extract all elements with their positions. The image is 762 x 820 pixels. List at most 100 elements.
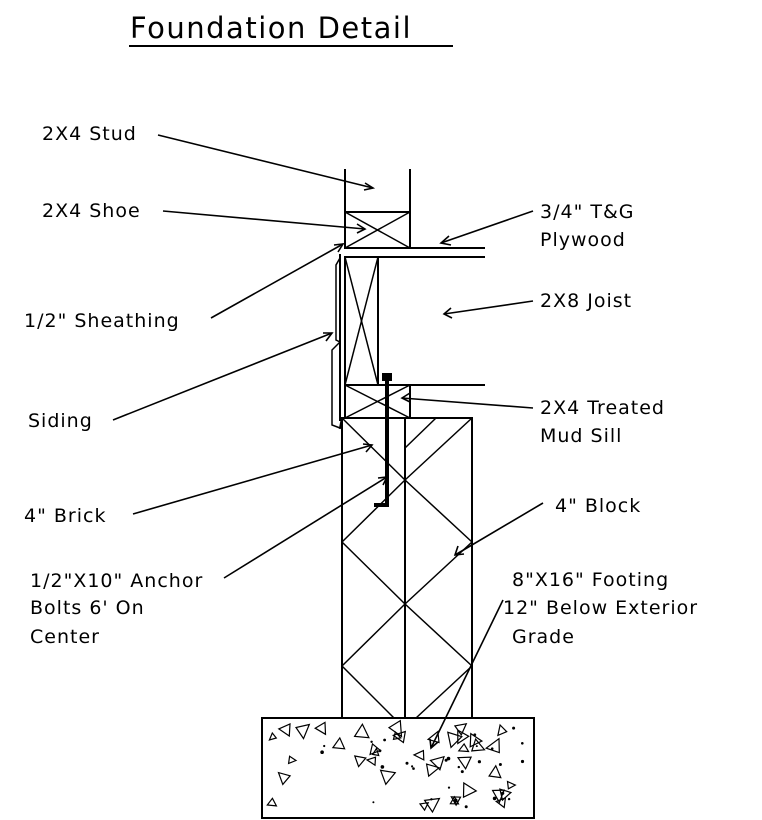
- label-footing-line1: 8"X16" Footing: [512, 569, 669, 591]
- aggregate-dot: [490, 747, 494, 750]
- rim-joist: [344, 256, 379, 386]
- aggregate-dot: [521, 742, 524, 745]
- aggregate-dot: [460, 770, 464, 774]
- aggregate-stone: [447, 731, 463, 749]
- aggregate-stone: [353, 722, 370, 739]
- aggregate-dot: [320, 750, 324, 754]
- leader-sheathing: [210, 243, 344, 319]
- label-anchor-line1: 1/2"X10" Anchor: [30, 570, 203, 592]
- mud-sill: [344, 384, 485, 419]
- aggregate-stone: [469, 732, 484, 748]
- label-stud: 2X4 Stud: [42, 123, 137, 145]
- aggregate-stone: [277, 771, 292, 786]
- block-wall: [404, 417, 473, 719]
- aggregate-stone: [418, 801, 430, 812]
- aggregate-dot: [457, 765, 460, 769]
- aggregate-stone: [491, 789, 505, 804]
- aggregate-dot: [411, 765, 414, 768]
- aggregate-stone: [412, 749, 425, 761]
- wall-stud: [344, 169, 411, 249]
- leader-block: [454, 502, 544, 556]
- aggregate-dot: [370, 740, 373, 743]
- label-plywood-line2: Plywood: [540, 229, 626, 251]
- aggregate-dot: [477, 760, 481, 764]
- label-mud-sill-line1: 2X4 Treated: [540, 397, 665, 419]
- aggregate-stone: [429, 755, 445, 771]
- aggregate-stone: [371, 746, 380, 757]
- aggregate-stone: [268, 731, 278, 741]
- leader-shoe: [162, 210, 366, 230]
- aggregate-dot: [447, 786, 451, 789]
- shoe-plate: [344, 211, 411, 249]
- labels: 2X4 Stud 2X4 Shoe 3/4" T&G Plywood 2X8 J…: [24, 123, 698, 648]
- label-footing-line2: 12" Below Exterior: [503, 597, 698, 619]
- aggregate-stone: [331, 736, 346, 750]
- aggregate-stone: [497, 723, 508, 737]
- leader-joist: [443, 300, 534, 315]
- label-anchor-line2: Bolts 6' On: [30, 597, 145, 619]
- aggregate-stone: [425, 763, 441, 778]
- leader-anchor: [223, 476, 388, 579]
- leader-plywood: [440, 210, 534, 244]
- aggregate-dot: [512, 726, 516, 730]
- aggregate-dot: [520, 759, 525, 764]
- plywood-subfloor: [344, 247, 485, 258]
- aggregate-stone: [457, 742, 470, 753]
- aggregate-dot: [383, 738, 386, 742]
- aggregate-dot: [446, 756, 451, 761]
- aggregate-dot: [412, 767, 415, 770]
- aggregate-stone: [457, 729, 470, 745]
- aggregate-stone: [453, 723, 468, 737]
- aggregate-stone: [369, 742, 382, 756]
- aggregate-dot: [454, 801, 457, 804]
- aggregate-stone: [379, 769, 397, 786]
- aggregate-dot: [475, 745, 478, 748]
- page-title: Foundation Detail: [130, 11, 412, 45]
- footing-aggregate: [266, 719, 525, 814]
- aggregate-stone: [392, 730, 402, 741]
- aggregate-stone: [456, 756, 473, 771]
- aggregate-stone: [314, 721, 327, 736]
- aggregate-stone: [450, 796, 462, 807]
- aggregate-stone: [277, 722, 291, 738]
- label-block: 4" Block: [555, 495, 641, 517]
- label-footing-line3: Grade: [512, 626, 575, 648]
- leader-footing: [430, 599, 504, 749]
- label-mud-sill-line2: Mud Sill: [540, 425, 622, 447]
- label-sheathing: 1/2" Sheathing: [24, 310, 180, 332]
- aggregate-dot: [464, 805, 468, 809]
- siding: [331, 257, 341, 429]
- footing: [261, 717, 535, 819]
- aggregate-dot: [372, 801, 375, 804]
- label-anchor-line3: Center: [30, 626, 100, 648]
- leader-siding: [112, 332, 333, 421]
- aggregate-dot: [405, 761, 409, 765]
- aggregate-dot: [323, 744, 326, 748]
- aggregate-stone: [484, 737, 500, 754]
- aggregate-stone: [365, 756, 377, 767]
- anchor-bolt: [374, 373, 392, 507]
- aggregate-stone: [488, 764, 502, 779]
- aggregate-stone: [266, 797, 278, 807]
- aggregate-dot: [507, 797, 511, 801]
- aggregate-stone: [499, 788, 513, 802]
- label-plywood-line1: 3/4" T&G: [540, 201, 635, 223]
- aggregate-dot: [492, 796, 497, 801]
- aggregate-stone: [353, 755, 367, 768]
- leader-stud: [157, 134, 374, 189]
- aggregate-dot: [498, 763, 502, 766]
- leader-lines: [112, 134, 544, 750]
- brick-veneer: [338, 417, 406, 719]
- aggregate-stone: [295, 723, 311, 740]
- leader-mud-sill: [401, 397, 534, 409]
- aggregate-stone: [287, 755, 298, 765]
- label-joist: 2X8 Joist: [540, 290, 632, 312]
- leader-brick: [132, 444, 373, 515]
- label-brick: 4" Brick: [24, 505, 106, 527]
- label-shoe: 2X4 Shoe: [42, 200, 141, 222]
- aggregate-dot: [430, 798, 433, 801]
- aggregate-dot: [380, 765, 385, 769]
- aggregate-dot: [444, 758, 448, 762]
- aggregate-stone: [462, 781, 478, 799]
